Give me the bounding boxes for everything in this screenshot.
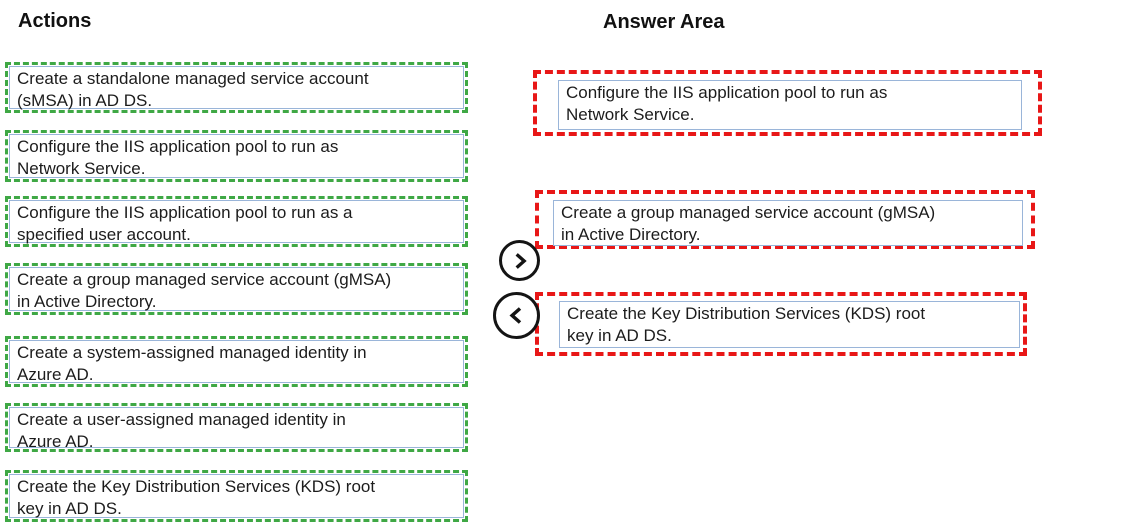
answer-item-box: Create the Key Distribution Services (KD…	[559, 301, 1020, 348]
move-right-button[interactable]	[499, 240, 540, 281]
action-item-label: Create a user-assigned managed identity …	[17, 410, 346, 451]
action-item-smsa[interactable]: Create a standalone managed service acco…	[5, 62, 468, 113]
answer-item-label: Create the Key Distribution Services (KD…	[567, 304, 926, 345]
action-item-label: Create the Key Distribution Services (KD…	[17, 477, 376, 518]
chevron-right-icon	[515, 252, 527, 269]
action-item-label: Create a standalone managed service acco…	[17, 69, 369, 110]
actions-header: Actions	[18, 10, 92, 32]
answer-area-header: Answer Area	[603, 11, 725, 33]
action-item-label: Configure the IIS application pool to ru…	[17, 203, 353, 244]
action-item-kds-root-key[interactable]: Create the Key Distribution Services (KD…	[5, 470, 468, 522]
action-item-box: Create the Key Distribution Services (KD…	[9, 474, 464, 518]
answer-item-label: Create a group managed service account (…	[561, 203, 936, 244]
action-item-gmsa[interactable]: Create a group managed service account (…	[5, 263, 468, 315]
action-item-iis-specified-user[interactable]: Configure the IIS application pool to ru…	[5, 196, 468, 247]
action-item-label: Configure the IIS application pool to ru…	[17, 137, 339, 178]
answer-item-box: Configure the IIS application pool to ru…	[558, 80, 1022, 130]
action-item-label: Create a group managed service account (…	[17, 270, 392, 311]
move-left-button[interactable]	[493, 292, 540, 339]
action-item-user-assigned-identity[interactable]: Create a user-assigned managed identity …	[5, 403, 468, 452]
action-item-box: Create a system-assigned managed identit…	[9, 340, 464, 384]
answer-slot-gmsa[interactable]: Create a group managed service account (…	[535, 190, 1035, 249]
answer-slot-kds-root-key[interactable]: Create the Key Distribution Services (KD…	[535, 292, 1027, 356]
answer-slot-iis-network-service[interactable]: Configure the IIS application pool to ru…	[533, 70, 1042, 136]
action-item-box: Create a standalone managed service acco…	[9, 66, 464, 110]
action-item-box: Create a user-assigned managed identity …	[9, 407, 464, 451]
action-item-label: Create a system-assigned managed identit…	[17, 343, 367, 384]
action-item-system-assigned-identity[interactable]: Create a system-assigned managed identit…	[5, 336, 468, 387]
action-item-box: Configure the IIS application pool to ru…	[9, 200, 464, 244]
chevron-left-icon	[509, 307, 522, 324]
action-item-iis-network-service[interactable]: Configure the IIS application pool to ru…	[5, 130, 468, 182]
action-item-box: Configure the IIS application pool to ru…	[9, 134, 464, 178]
answer-item-label: Configure the IIS application pool to ru…	[566, 83, 888, 124]
action-item-box: Create a group managed service account (…	[9, 267, 464, 311]
answer-item-box: Create a group managed service account (…	[553, 200, 1023, 246]
